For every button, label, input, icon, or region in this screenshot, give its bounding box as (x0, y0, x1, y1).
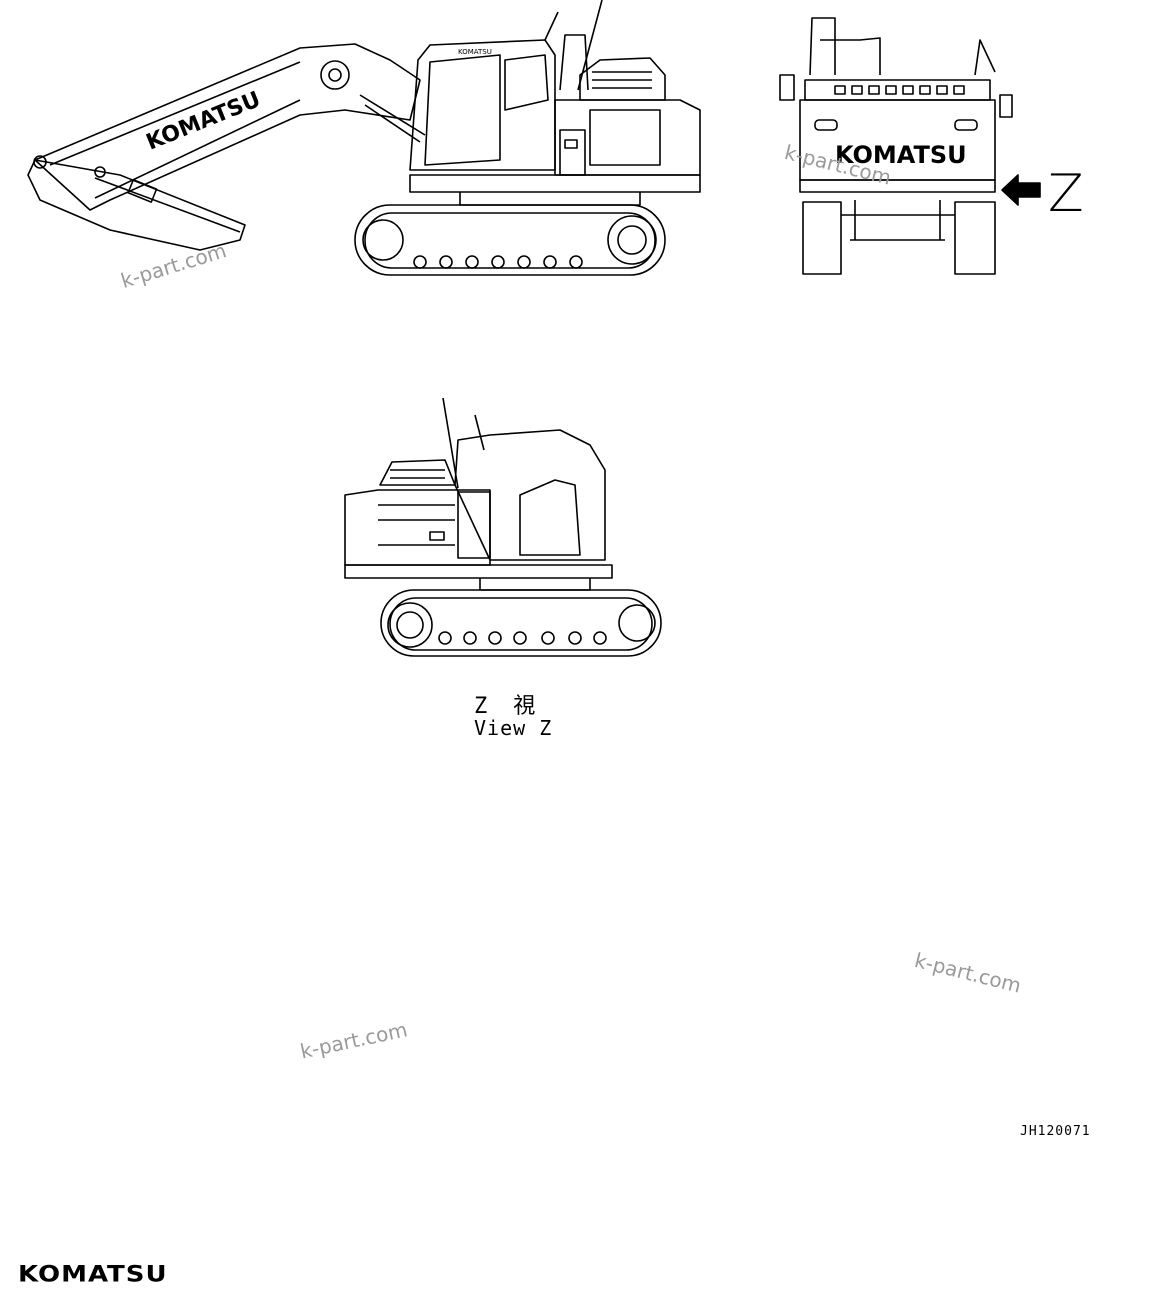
excavator-view-z (344, 397, 662, 657)
rear-vents (834, 85, 965, 95)
rear-track-left (802, 201, 842, 275)
cab-badge-decal: KOMATSU (458, 48, 492, 56)
arm (27, 159, 246, 251)
brand-logo: KOMATSU (18, 1262, 168, 1288)
view-z-arrow (1001, 174, 1041, 206)
viewz-upper-structure (344, 489, 491, 566)
view-z-arrow-letter: Z (1048, 164, 1084, 224)
excavator-rear-view: KOMATSU (779, 17, 1041, 275)
viewz-track-rollers (438, 631, 607, 645)
upper-structure (554, 99, 701, 176)
view-z-japanese-label: Z 視 (474, 694, 538, 719)
track-rollers (413, 255, 583, 269)
drawing-code: JH120071 (1020, 1124, 1091, 1139)
rear-logo-decal: KOMATSU (835, 141, 967, 169)
track-side (354, 204, 666, 276)
viewz-track (380, 589, 662, 657)
view-z-english-label: View Z (474, 716, 553, 740)
rear-track-right (954, 201, 996, 275)
boom (34, 43, 421, 211)
cab (409, 39, 556, 171)
excavator-side-view: KOMATSU KOMATSU (27, 0, 701, 276)
